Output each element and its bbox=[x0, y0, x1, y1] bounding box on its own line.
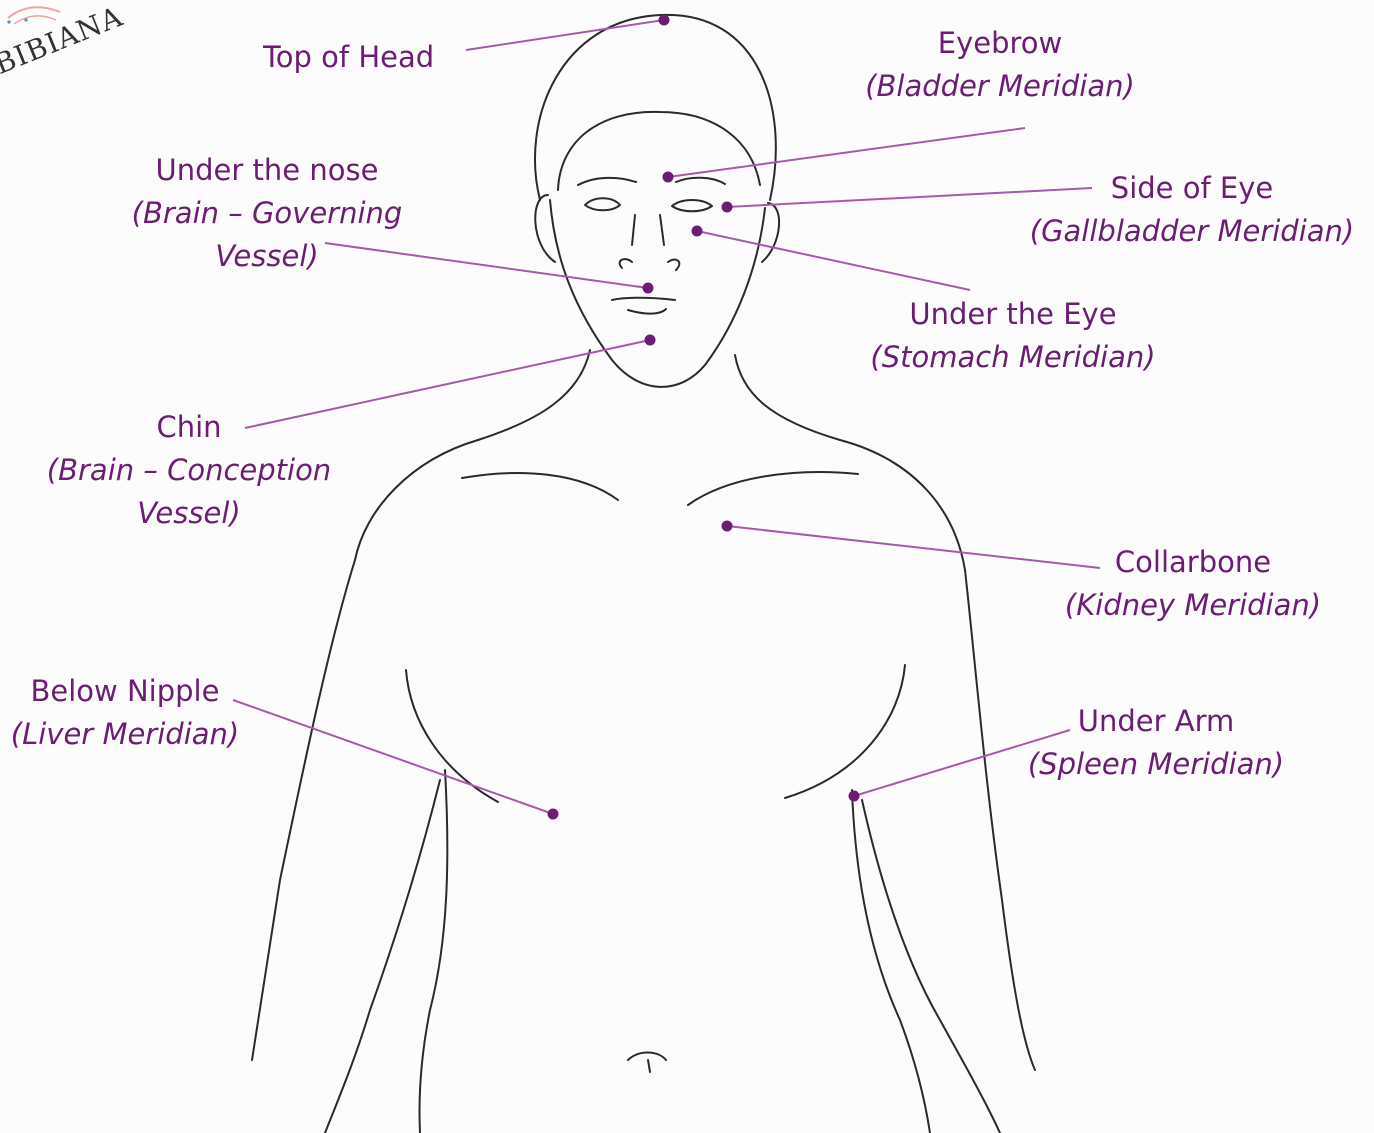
label-name: Under the nose bbox=[128, 149, 406, 192]
point-side-of-eye bbox=[722, 202, 733, 213]
label-meridian: (Gallbladder Meridian) bbox=[1026, 210, 1358, 253]
head-outline bbox=[535, 15, 776, 200]
point-under-arm bbox=[849, 791, 860, 802]
right-eye bbox=[672, 200, 712, 211]
acupressure-points bbox=[548, 15, 860, 820]
label-name: Eyebrow bbox=[862, 22, 1138, 65]
nose bbox=[620, 215, 680, 270]
left-shoulder bbox=[355, 440, 478, 560]
left-eyebrow bbox=[578, 178, 636, 185]
leader-lines bbox=[233, 20, 1100, 814]
mouth bbox=[612, 298, 675, 314]
left-arm-outer bbox=[252, 560, 355, 1060]
right-eyebrow bbox=[676, 178, 725, 184]
leader-line-below-nipple bbox=[233, 700, 553, 814]
leader-line-collarbone bbox=[727, 526, 1100, 568]
label-under-arm: Under Arm (Spleen Meridian) bbox=[1026, 700, 1286, 786]
label-meridian: (Brain – Governing Vessel) bbox=[128, 192, 406, 278]
right-torso bbox=[852, 790, 930, 1133]
right-pectoral bbox=[785, 665, 905, 798]
point-eyebrow bbox=[663, 172, 674, 183]
point-collarbone bbox=[722, 521, 733, 532]
navel bbox=[628, 1053, 666, 1073]
left-collarbone bbox=[462, 473, 618, 500]
right-arm-outer bbox=[965, 570, 1035, 1070]
leader-line-eyebrow bbox=[668, 128, 1025, 177]
label-meridian: (Liver Meridian) bbox=[5, 713, 245, 756]
hairline bbox=[558, 112, 760, 190]
label-meridian: (Spleen Meridian) bbox=[1026, 743, 1286, 786]
left-pectoral bbox=[406, 670, 498, 802]
right-arm-inner bbox=[862, 800, 1000, 1133]
leader-line-under-the-eye bbox=[697, 231, 970, 290]
point-below-nipple bbox=[548, 809, 559, 820]
label-side-of-eye: Side of Eye (Gallbladder Meridian) bbox=[1026, 167, 1358, 253]
label-under-the-nose: Under the nose (Brain – Governing Vessel… bbox=[128, 149, 406, 278]
neck-left bbox=[478, 350, 590, 440]
point-chin bbox=[645, 335, 656, 346]
label-name: Top of Head bbox=[263, 36, 434, 79]
label-name: Under the Eye bbox=[862, 293, 1164, 336]
point-top-of-head bbox=[659, 15, 670, 26]
label-eyebrow: Eyebrow (Bladder Meridian) bbox=[862, 22, 1138, 108]
label-meridian: (Bladder Meridian) bbox=[862, 65, 1138, 108]
left-arm-inner bbox=[325, 780, 440, 1133]
label-name: Collarbone bbox=[1062, 541, 1324, 584]
label-name: Side of Eye bbox=[1026, 167, 1358, 210]
leader-line-top-of-head bbox=[466, 20, 664, 50]
jaw bbox=[550, 200, 765, 387]
label-chin: Chin (Brain – Conception Vessel) bbox=[44, 406, 334, 535]
label-meridian: (Stomach Meridian) bbox=[862, 336, 1164, 379]
label-name: Below Nipple bbox=[5, 670, 245, 713]
label-meridian: (Brain – Conception Vessel) bbox=[44, 449, 334, 535]
left-ear bbox=[535, 195, 555, 262]
left-eye bbox=[585, 198, 620, 210]
point-under-the-eye bbox=[692, 226, 703, 237]
point-under-the-nose bbox=[643, 283, 654, 294]
label-under-the-eye: Under the Eye (Stomach Meridian) bbox=[862, 293, 1164, 379]
label-below-nipple: Below Nipple (Liver Meridian) bbox=[5, 670, 245, 756]
left-torso bbox=[419, 770, 447, 1133]
neck-right bbox=[735, 355, 840, 440]
label-name: Chin bbox=[44, 406, 334, 449]
label-top-of-head: Top of Head bbox=[263, 36, 434, 79]
right-collarbone bbox=[688, 472, 858, 505]
label-meridian: (Kidney Meridian) bbox=[1062, 584, 1324, 627]
label-collarbone: Collarbone (Kidney Meridian) bbox=[1062, 541, 1324, 627]
label-name: Under Arm bbox=[1026, 700, 1286, 743]
